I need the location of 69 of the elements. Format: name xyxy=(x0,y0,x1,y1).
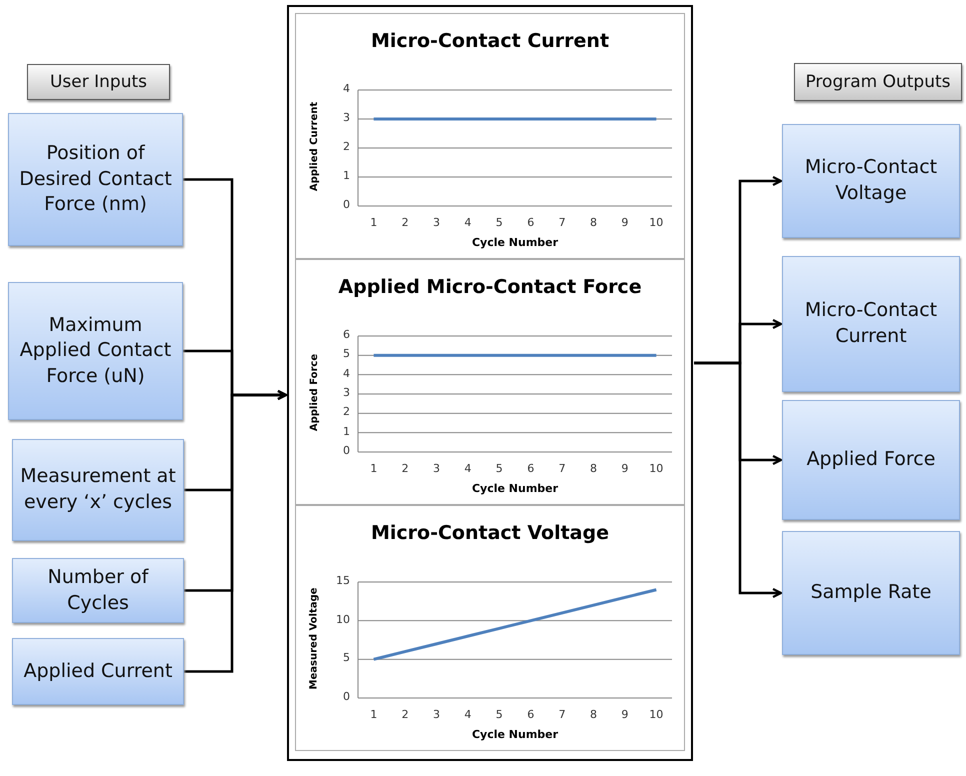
tick-label: 10 xyxy=(648,216,664,229)
tick-label: 1 xyxy=(342,169,350,182)
tick-label: 3 xyxy=(432,708,441,721)
tick-label: 5 xyxy=(494,216,504,229)
tick-label: 6 xyxy=(526,216,536,229)
tick-label: 4 xyxy=(342,366,350,380)
tick-label: 9 xyxy=(620,708,630,721)
tick-label: 5 xyxy=(494,708,504,721)
tick-label: 6 xyxy=(526,462,536,475)
tick-label: 4 xyxy=(463,708,472,721)
input-box: Measurement at every ‘x’ cycles xyxy=(12,439,184,541)
tick-label: 9 xyxy=(620,462,630,475)
tick-label: 9 xyxy=(620,216,630,229)
chart-title: Micro-Contact Voltage xyxy=(370,522,610,544)
input-box: Maximum Applied Contact Force (uN) xyxy=(8,282,183,420)
axis-title: Measured Voltage xyxy=(308,588,320,690)
tick-label: 0 xyxy=(342,198,350,211)
tick-label: 3 xyxy=(342,111,350,124)
tick-label: 8 xyxy=(589,462,598,475)
tick-label: 15 xyxy=(335,574,350,587)
tick-label: 4 xyxy=(463,462,472,475)
axis-title: Cycle Number xyxy=(470,728,560,741)
header-box: User Inputs xyxy=(27,64,170,100)
chart-title: Micro-Contact Current xyxy=(370,30,610,52)
tick-label: 8 xyxy=(589,708,598,721)
tick-label: 2 xyxy=(342,140,350,153)
input-box: Position of Desired Contact Force (nm) xyxy=(8,113,183,246)
tick-label: 10 xyxy=(648,708,664,721)
tick-label: 8 xyxy=(589,216,598,229)
output-box: Micro-Contact Voltage xyxy=(782,124,960,238)
chart-title: Applied Micro-Contact Force xyxy=(337,276,643,298)
tick-label: 7 xyxy=(558,708,567,721)
output-box: Micro-Contact Current xyxy=(782,256,960,392)
tick-label: 2 xyxy=(400,216,410,229)
tick-label: 3 xyxy=(432,216,441,229)
tick-label: 7 xyxy=(558,462,567,475)
tick-label: 10 xyxy=(648,462,664,475)
tick-label: 6 xyxy=(342,328,350,341)
axis-title: Cycle Number xyxy=(470,482,560,495)
tick-label: 1 xyxy=(342,424,350,438)
tick-label: 3 xyxy=(342,386,350,399)
output-box: Applied Force xyxy=(782,400,960,520)
tick-label: 5 xyxy=(342,651,350,664)
tick-label: 2 xyxy=(400,708,410,721)
tick-label: 4 xyxy=(342,82,350,95)
tick-label: 7 xyxy=(558,216,567,229)
tick-label: 1 xyxy=(369,708,378,721)
arrow xyxy=(694,362,782,598)
tick-label: 1 xyxy=(369,216,378,229)
tick-label: 6 xyxy=(526,708,536,721)
tick-label: 0 xyxy=(342,444,350,457)
tick-label: 2 xyxy=(400,462,410,475)
tick-label: 10 xyxy=(335,612,350,626)
input-box: Number of Cycles xyxy=(12,558,184,623)
tick-label: 2 xyxy=(342,405,350,418)
arrow xyxy=(184,390,288,673)
tick-label: 5 xyxy=(494,462,504,475)
tick-label: 0 xyxy=(342,690,350,703)
tick-label: 4 xyxy=(463,216,472,229)
output-box: Sample Rate xyxy=(782,531,960,655)
tick-label: 1 xyxy=(369,462,378,475)
header-box: Program Outputs xyxy=(794,63,962,101)
axis-title: Cycle Number xyxy=(470,236,560,249)
tick-label: 5 xyxy=(342,347,350,360)
tick-label: 3 xyxy=(432,462,441,475)
chart-frame xyxy=(287,5,693,761)
axis-title: Applied Force xyxy=(308,354,320,432)
axis-title: Applied Current xyxy=(308,102,320,192)
input-box: Applied Current xyxy=(12,638,184,705)
